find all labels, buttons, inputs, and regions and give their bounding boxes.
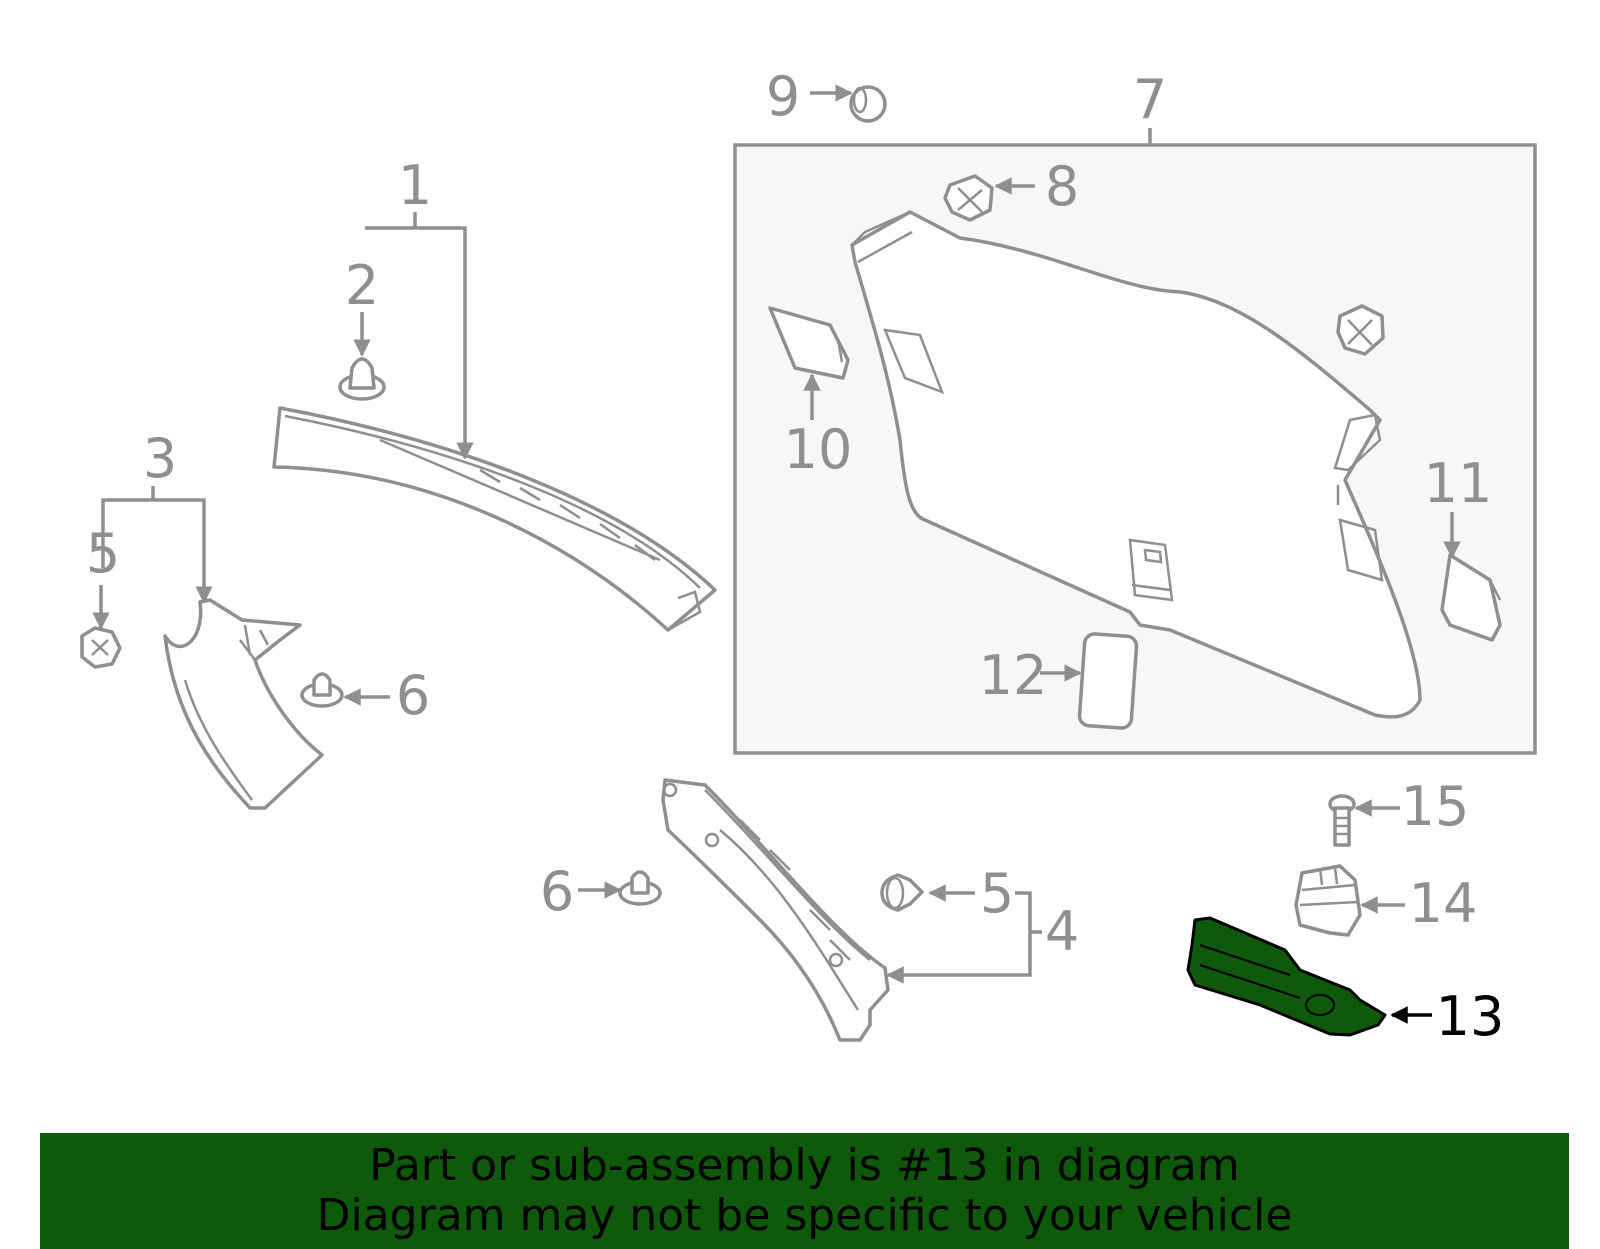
- part-15-screw: [1328, 794, 1356, 847]
- part-7-door-trim-panel: [850, 210, 1422, 719]
- callout-14: 14: [1409, 872, 1478, 935]
- part-13-lamp-highlighted: [1186, 916, 1387, 1037]
- banner-line-1: Part or sub-assembly is #13 in diagram: [369, 1140, 1240, 1191]
- callout-2: 2: [345, 254, 379, 317]
- part-5-clip-left: [80, 626, 122, 669]
- banner-line-2: Diagram may not be specific to your vehi…: [316, 1190, 1293, 1241]
- part-11-cover: [1440, 553, 1502, 642]
- callout-3: 3: [143, 427, 177, 490]
- callout-13: 13: [1436, 985, 1505, 1048]
- callout-15: 15: [1401, 775, 1470, 838]
- callout-1: 1: [398, 154, 432, 217]
- callout-9: 9: [766, 65, 800, 128]
- part-2-clip: [338, 357, 386, 401]
- part-6-clip-lower: [618, 870, 662, 906]
- part-4-quarter-trim: [661, 778, 890, 1042]
- part-12-cover: [1077, 632, 1139, 730]
- callout-7: 7: [1133, 68, 1167, 131]
- info-banner: Part or sub-assembly is #13 in diagram D…: [40, 1133, 1569, 1249]
- part-3-pillar-trim: [163, 598, 324, 810]
- part-6-clip-upper: [300, 672, 344, 708]
- callout-4: 4: [1045, 900, 1079, 963]
- callout-6-upper: 6: [396, 664, 430, 727]
- part-8-clip: [943, 174, 994, 222]
- callout-12: 12: [979, 644, 1048, 707]
- part-5-clip-lower: [880, 873, 924, 912]
- callout-11: 11: [1424, 452, 1493, 515]
- part-10-cover: [768, 306, 850, 380]
- callout-5-left: 5: [86, 522, 120, 585]
- part-9-cap: [849, 85, 887, 123]
- callout-6-lower: 6: [540, 860, 574, 923]
- part-1-trim-strip: [272, 406, 717, 632]
- callout-8: 8: [1045, 155, 1079, 218]
- callout-5-lower: 5: [980, 862, 1014, 925]
- part-14-socket: [1294, 864, 1362, 937]
- callout-10: 10: [784, 418, 853, 481]
- panel-clip-right: [1336, 304, 1385, 356]
